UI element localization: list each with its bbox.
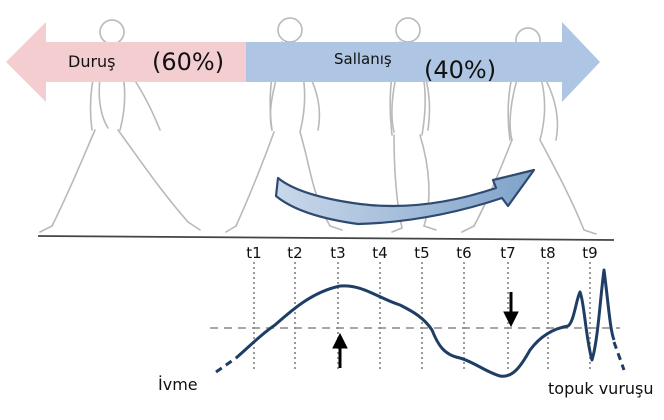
signal-label: İvme (158, 375, 198, 394)
acceleration-signal-line (235, 268, 616, 378)
stance-percent: (60%) (152, 48, 224, 76)
stance-label: Duruş (68, 52, 116, 71)
time-mark-label-t5: t5 (414, 244, 429, 262)
heel-strike-label: topuk vuruşu (548, 379, 654, 398)
signal-dashed-start (215, 356, 237, 374)
down-arrow (503, 292, 519, 328)
time-mark-label-t1: t1 (246, 244, 261, 262)
signal-dashed-end (612, 341, 626, 371)
swing-phase-arrow (246, 22, 600, 102)
time-mark-label-t9: t9 (582, 244, 597, 262)
swing-label: Sallanış (334, 50, 392, 68)
time-mark-label-t3: t3 (330, 244, 345, 262)
swing-percent: (40%) (424, 56, 496, 84)
swing-arc-arrow (274, 168, 536, 226)
time-mark-label-t4: t4 (372, 244, 387, 262)
up-arrow (332, 332, 348, 368)
time-mark-labels: t1 t2 t3 t4 t5 t6 t7 t8 t9 (246, 244, 597, 262)
time-mark-label-t7: t7 (500, 244, 515, 262)
time-mark-label-t8: t8 (540, 244, 555, 262)
stance-phase-arrow (6, 22, 246, 102)
time-mark-label-t2: t2 (287, 244, 302, 262)
ground-line (37, 235, 615, 241)
time-mark-label-t6: t6 (456, 244, 471, 262)
